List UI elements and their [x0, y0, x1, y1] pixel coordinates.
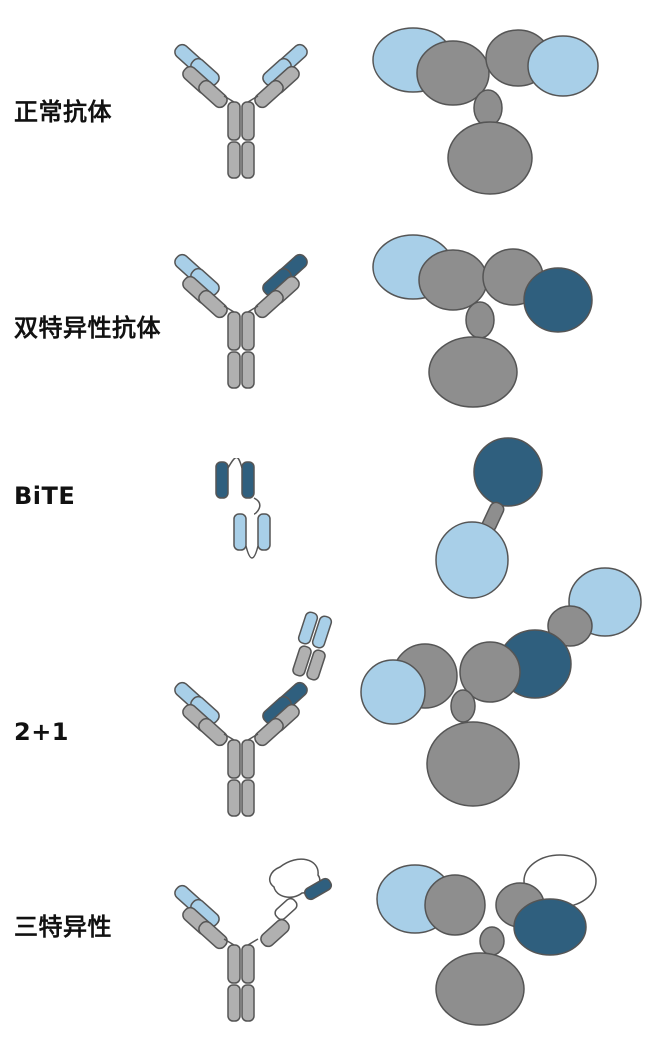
- normal-antibody-structure: [372, 27, 599, 195]
- row-2plus1: 2+1: [0, 560, 650, 830]
- bispecific-antibody-structure: [372, 234, 593, 408]
- trispecific-structure: [376, 854, 597, 1026]
- row-label-normal-antibody: 正常抗体: [14, 98, 112, 126]
- bite-schematic: [215, 458, 271, 559]
- bite-structure: [435, 437, 543, 599]
- bispecific-antibody-schematic: [174, 253, 308, 389]
- row-label-bispecific-antibody: 双特异性抗体: [14, 314, 161, 342]
- row-bispecific-antibody: 双特异性抗体: [0, 210, 650, 410]
- row-trispecific: 三特异性: [0, 835, 650, 1046]
- trispecific-schematic: [174, 858, 333, 1022]
- row-label-2plus1: 2+1: [14, 718, 70, 746]
- two-plus-one-schematic: [174, 611, 333, 817]
- row-label-trispecific: 三特异性: [14, 913, 112, 941]
- two-plus-one-structure: [360, 567, 642, 807]
- row-bite: BiTE: [0, 420, 650, 600]
- normal-antibody-schematic: [174, 43, 308, 179]
- row-label-bite: BiTE: [14, 482, 76, 510]
- row-normal-antibody: 正常抗体: [0, 0, 650, 200]
